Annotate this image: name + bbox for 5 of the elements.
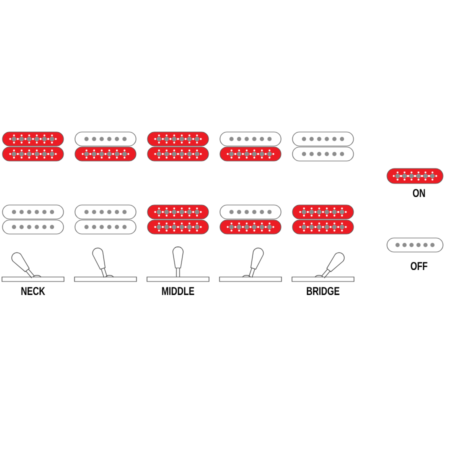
position-label: MIDDLE [162,287,194,295]
position-label: NECK [21,286,46,296]
position-label: BRIDGE [306,286,340,296]
legend-label: OFF [410,262,428,270]
legend-label: ON [412,188,425,198]
